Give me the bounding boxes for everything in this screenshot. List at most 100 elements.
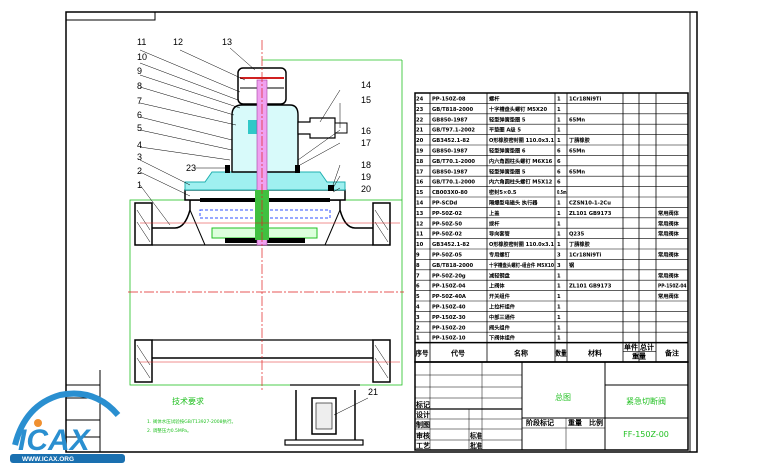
bom-cell-name: 阀头组件	[489, 323, 511, 331]
bom-cell-no: 12	[416, 221, 424, 227]
bom-header-weight: 重量	[632, 352, 646, 361]
bom-cell-qty: 1	[557, 325, 561, 331]
bom-cell-no: 3	[416, 315, 420, 321]
bom-cell-no: 4	[416, 305, 420, 311]
bom-cell-qty: 1	[557, 221, 561, 227]
bom-cell-name: 平垫圈 A级 5	[489, 126, 521, 134]
bom-cell-code: GB/T70.1-2000	[432, 180, 475, 186]
bom-cell-material: 65Mn	[569, 149, 585, 155]
bom-cell-no: 21	[416, 128, 424, 134]
bom-header-no: 序号	[415, 349, 429, 358]
bom-cell-material: 1Cr18Ni9Ti	[569, 97, 601, 103]
bom-cell-note: PP-150Z-04	[658, 284, 687, 290]
callout-5: 5	[137, 123, 142, 133]
bom-cell-name: 专用螺钉	[489, 251, 511, 259]
logo-url: WWW.ICAX.ORG	[22, 456, 74, 463]
bom-cell-code: GB/T70.1-2000	[432, 159, 475, 165]
bom-cell-code: PP-SCDd	[432, 201, 458, 207]
bom-cell-qty: 1	[557, 128, 561, 134]
bom-cell-no: 24	[416, 97, 424, 103]
callout-4: 4	[137, 140, 142, 150]
label-standard: 标准	[469, 431, 482, 440]
callout-8: 8	[137, 81, 142, 91]
bom-cell-material: ZL101 GB9173	[569, 211, 612, 217]
bom-cell-name: 轻型弹簧垫圈 5	[489, 167, 526, 175]
bom-cell-code: GB3452.1-82	[432, 242, 470, 248]
bom-cell-name: 螺杆	[489, 95, 500, 103]
bom-header-name: 名称	[514, 349, 528, 358]
bom-cell-code: PP-150Z-10	[432, 336, 466, 342]
bom-cell-code: GB3452.1-82	[432, 138, 470, 144]
callout-19: 19	[361, 172, 371, 182]
bom-cell-material: Q235	[569, 232, 585, 238]
callout-14: 14	[361, 80, 371, 90]
bom-cell-qty: 1	[557, 284, 561, 290]
bom-cell-no: 2	[416, 325, 420, 331]
label-draw: 制图	[416, 420, 430, 429]
bom-cell-qty: 3	[557, 253, 561, 259]
bom-cell-name: 上拉杆组件	[489, 303, 516, 311]
bom-cell-no: 14	[416, 201, 424, 207]
bom-cell-name: 导向套管	[489, 230, 510, 238]
bom-cell-code: PP-50Z-05	[432, 253, 462, 259]
valve-section-view	[128, 40, 404, 392]
bom-cell-name: 减轻钢盘	[489, 271, 511, 279]
callout-6: 6	[137, 110, 142, 120]
bom-header-code: 代号	[450, 349, 465, 358]
label-design: 设计	[416, 410, 430, 419]
bom-cell-code: PP-50Z-20g	[432, 273, 466, 279]
label-process: 工艺	[416, 441, 430, 450]
callout-20: 20	[361, 184, 371, 194]
bom-cell-no: 15	[416, 190, 424, 196]
bom-cell-no: 19	[416, 149, 424, 155]
bom-cell-qty: 1	[557, 294, 561, 300]
bom-cell-qty: 1	[557, 201, 561, 207]
bom-cell-name: 拨杆	[489, 219, 500, 227]
bom-cell-no: 8	[416, 263, 420, 269]
bom-cell-code: PP-150Z-08	[432, 97, 466, 103]
label-weight: 重量	[568, 418, 582, 427]
bom-header-unit: 单件	[624, 343, 638, 352]
bom-cell-qty: 6	[557, 180, 561, 186]
title-block: 标记 设计 制图 审核 工艺 标准 批准 阶段标记 重量 比例 总图 紧急切断阀…	[414, 361, 689, 451]
label-approve: 批准	[470, 441, 482, 450]
callout-15: 15	[361, 95, 371, 105]
bom-cell-no: 6	[416, 284, 420, 290]
bom-header-total: 总计	[640, 343, 654, 352]
bom-cell-no: 20	[416, 138, 424, 144]
bom-cell-name: 十字槽盘头螺钉 M5X20	[489, 105, 547, 113]
bom-cell-qty: 1	[557, 138, 561, 144]
bom-cell-code: PP-150Z-40	[432, 305, 466, 311]
callout-9: 9	[137, 66, 142, 76]
product-name: 紧急切断阀	[626, 396, 666, 406]
callout-21: 21	[368, 387, 378, 397]
bom-cell-material: ZL101 GB9173	[569, 284, 612, 290]
bom-cell-name: 内六角圆柱头螺钉 M6X16	[489, 157, 553, 165]
bom-cell-note: 常用阀体	[658, 219, 680, 227]
bom-cell-qty: 1	[557, 305, 561, 311]
bom-cell-material: 钢	[569, 261, 574, 269]
label-review: 审核	[416, 431, 430, 440]
drawing-number: FF-150Z-00	[623, 430, 669, 439]
bom-cell-name: 内六角圆柱头螺钉 M5X12	[489, 178, 553, 186]
bom-cell-name: 隔爆型电磁头 执行器	[489, 199, 538, 207]
bom-cell-material: 65Mn	[569, 117, 585, 123]
drawing-frame	[65, 11, 698, 453]
bom-cell-no: 18	[416, 159, 424, 165]
logo-text: ICAX	[18, 424, 92, 457]
bom-cell-code: GB850-1987	[432, 149, 468, 155]
bom-cell-code: PP-150Z-30	[432, 315, 466, 321]
bom-cell-name: 十字槽盘头螺钉-组合件 M5X10	[489, 261, 554, 269]
bom-header-note: 备注	[664, 349, 679, 358]
bom-cell-name: 轻型弹簧垫圈 6	[489, 147, 526, 155]
bom-cell-qty: 0.5m	[557, 190, 567, 196]
bom-cell-no: 9	[416, 253, 420, 259]
bom-cell-no: 7	[416, 273, 420, 279]
bom-cell-code: PP-50Z-40A	[432, 294, 466, 300]
bom-cell-qty: 1	[557, 117, 561, 123]
callout-11: 11	[137, 37, 146, 47]
bom-cell-note: 常用阀体	[658, 230, 680, 238]
bom-cell-note: 常用阀体	[658, 251, 680, 259]
bom-cell-name: 密封5×0.5	[489, 188, 517, 196]
